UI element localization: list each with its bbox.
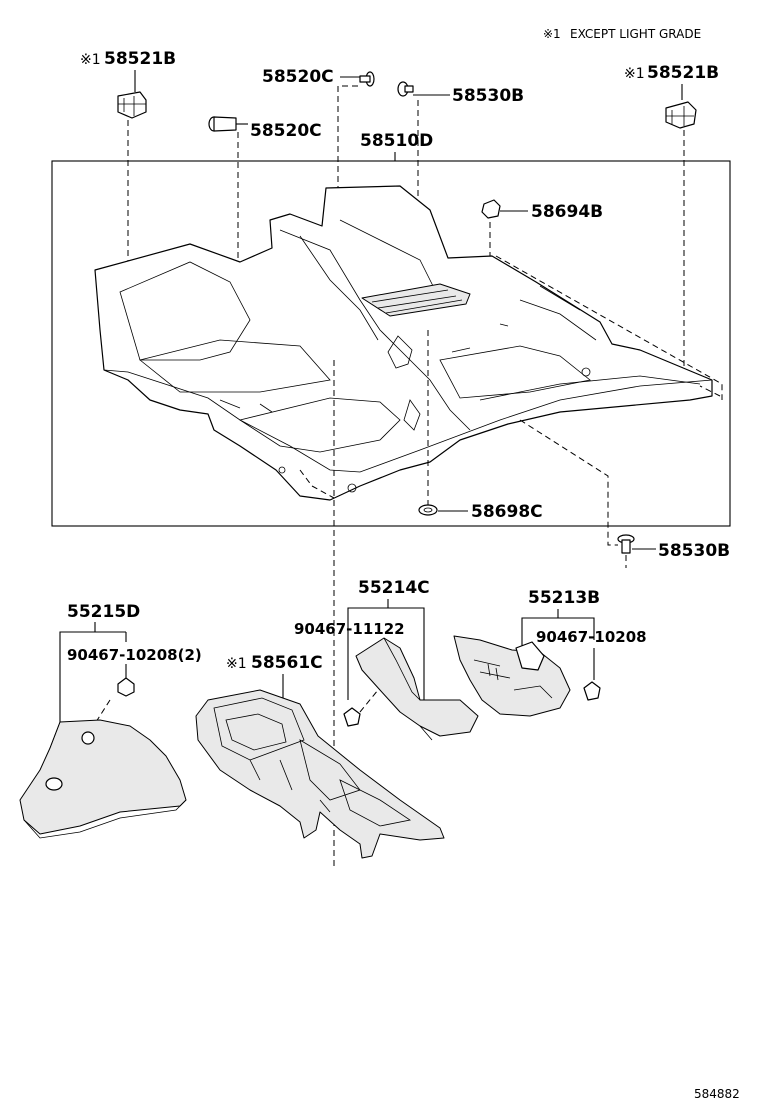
ref-mark-58521B-right: ※1 [624,66,645,82]
label-58521B-left[interactable]: 58521B [104,49,176,69]
silencer-55214C [355,637,479,741]
label-58561C[interactable]: 58561C [251,653,323,673]
clip-58530B-bottom-icon [617,534,635,554]
label-58520C-top[interactable]: 58520C [262,67,334,87]
clip-58521B-left-icon [117,91,147,119]
clip-58698C-icon [418,504,438,516]
carpet-assembly-frame [51,160,731,527]
silencer-55215D [19,719,187,839]
nut-58694B-icon [481,199,501,219]
label-58520C-mid[interactable]: 58520C [250,121,322,141]
figure-ref-number: 584882 [694,1087,740,1101]
silencer-55213B [453,635,571,717]
clip-58521B-right-icon [665,101,697,129]
label-58530B-top[interactable]: 58530B [452,86,524,106]
label-58510D[interactable]: 58510D [360,131,433,151]
label-90467-11122[interactable]: 90467-11122 [294,620,405,638]
clip-90467-11122-icon [343,707,361,727]
clip-58530B-top-icon [397,81,414,97]
label-90467-10208[interactable]: 90467-10208 [536,628,647,646]
label-58694B[interactable]: 58694B [531,202,603,222]
silencer-58561C [195,689,445,859]
label-58521B-right[interactable]: 58521B [647,63,719,83]
ref-mark-58561C: ※1 [226,656,247,672]
floor-carpet-58510D [94,185,713,501]
label-58698C[interactable]: 58698C [471,502,543,522]
label-58530B-bottom[interactable]: 58530B [658,541,730,561]
clip-90467-10208-right-icon [583,681,601,701]
note-text: EXCEPT LIGHT GRADE [570,27,701,41]
label-55213B[interactable]: 55213B [528,588,600,608]
note-symbol: ※1 [543,27,561,41]
pin-58520C-mid-icon [208,116,237,132]
ref-mark-58521B-left: ※1 [80,52,101,68]
pin-58520C-top-icon [359,71,375,87]
label-55214C[interactable]: 55214C [358,578,430,598]
clip-90467-10208-left-icon [117,677,135,697]
label-55215D[interactable]: 55215D [67,602,140,622]
label-90467-10208-2[interactable]: 90467-10208(2) [67,646,202,664]
